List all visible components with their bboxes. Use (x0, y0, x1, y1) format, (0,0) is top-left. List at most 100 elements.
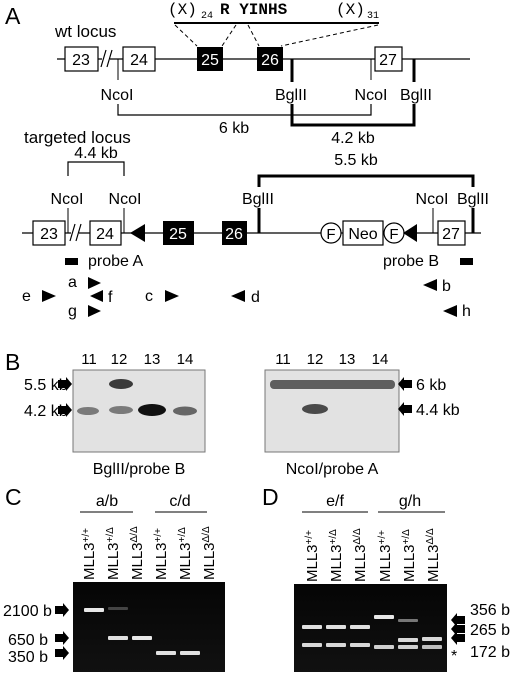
primer-a-arrow (88, 277, 101, 289)
lane-label: 12 (111, 351, 128, 368)
gel-band (326, 643, 346, 647)
panel-a: A (X) 24 R YINHS (X) 31 wt locus 23 24 2… (5, 1, 489, 320)
primer-label-a: a (68, 274, 77, 291)
lane-label: MLL3+/Δ (105, 527, 122, 580)
loxp-triangle-icon (403, 224, 417, 242)
gel-band (108, 636, 128, 640)
gel-band (156, 651, 176, 655)
ncoi-site-label: NcoI (109, 191, 142, 208)
gel-size-label: 650 b (8, 632, 48, 649)
panel-d: D e/f g/h MLL3+/+ MLL3+/Δ MLL3Δ/Δ MLL3+/… (262, 484, 510, 672)
motif-connector (221, 24, 237, 47)
fragment-5-5kb-label: 5.5 kb (334, 152, 378, 169)
primer-pair-label: e/f (326, 493, 344, 510)
exon-25 (163, 221, 194, 245)
lane-label: 11 (275, 351, 291, 368)
exon-24-label: 24 (96, 226, 114, 243)
primer-label-b: b (442, 278, 451, 295)
exon-26 (257, 47, 283, 71)
gel-band (398, 638, 418, 642)
gel-band (132, 636, 152, 640)
probe-b-bar (460, 258, 473, 265)
blot-band (302, 404, 328, 414)
exon-25-label: 25 (201, 52, 219, 69)
lane-label: MLL3+/Δ (401, 529, 418, 582)
primer-pair-label: a/b (96, 493, 118, 510)
lane-label: 14 (177, 351, 194, 368)
svg-text:MLL3Δ/Δ: MLL3Δ/Δ (425, 528, 442, 582)
blot-band (77, 407, 99, 415)
ncoi-site-label: NcoI (416, 191, 449, 208)
svg-text:MLL3+/Δ: MLL3+/Δ (105, 527, 122, 580)
svg-text:MLL3Δ/Δ: MLL3Δ/Δ (129, 526, 146, 580)
lane-label: 11 (81, 351, 97, 368)
exon-26 (222, 221, 247, 245)
lane-label: MLL3Δ/Δ (201, 526, 218, 580)
lane-label: MLL3Δ/Δ (129, 526, 146, 580)
panel-a-letter: A (5, 3, 21, 29)
size-arrow-icon (451, 622, 465, 636)
fragment-4-2kb (290, 104, 416, 127)
exon-25 (197, 47, 223, 71)
exon-23-label: 23 (40, 226, 58, 243)
gel-band (374, 615, 394, 619)
gel-size-label: 350 b (8, 649, 48, 666)
primer-label-c: c (145, 288, 153, 305)
blot-band (270, 380, 395, 389)
fragment-4-4kb-label: 4.4 kb (74, 145, 118, 162)
lane-label: MLL3Δ/Δ (425, 528, 442, 582)
break-mark (75, 223, 82, 242)
blot-size-label: 4.2 kb (24, 403, 68, 420)
panel-b-letter: B (5, 349, 20, 375)
motif-sub-2: 31 (367, 11, 379, 22)
break-mask (71, 226, 79, 240)
fragment-4-2kb-label: 4.2 kb (331, 130, 375, 147)
blot-caption: BglII/probe B (93, 461, 186, 478)
lane-label: 12 (307, 351, 324, 368)
size-arrow-icon (58, 377, 72, 391)
gel-band (302, 625, 322, 629)
blot-size-label: 5.5 kb (24, 377, 68, 394)
primer-b-arrow (423, 279, 437, 291)
probe-a-bar (65, 258, 78, 265)
break-mark (100, 49, 107, 68)
targeted-locus-label: targeted locus (24, 128, 131, 147)
lane-label: 14 (372, 351, 389, 368)
gel-band (422, 645, 442, 649)
svg-text:MLL3Δ/Δ: MLL3Δ/Δ (352, 528, 369, 582)
exon-23 (64, 46, 99, 72)
fragment-6kb (117, 104, 372, 116)
panel-d-letter: D (262, 484, 279, 510)
panel-c: C a/b c/d MLL3+/+ MLL3+/Δ MLL3Δ/Δ MLL3+/… (3, 484, 225, 672)
ncoi-site-label: NcoI (355, 87, 388, 104)
gel-size-label: 172 b (470, 644, 510, 661)
neo-label: Neo (348, 226, 377, 243)
exon-23-label: 23 (72, 52, 90, 69)
lane-label: 13 (144, 351, 161, 368)
ncoi-site-label: NcoI (101, 87, 134, 104)
lane-label: MLL3+/+ (153, 528, 170, 580)
primer-d-arrow (231, 290, 245, 302)
frt-label: F (326, 226, 335, 243)
frt-label: F (389, 226, 398, 243)
gel-band (422, 637, 442, 641)
blot-band (138, 404, 166, 416)
break-mask (102, 52, 110, 66)
gel-band (108, 607, 128, 610)
lane-label: MLL3+/Δ (328, 529, 345, 582)
bglii-site-label: BglII (457, 191, 489, 208)
size-arrow-icon (451, 631, 465, 645)
fragment-4-4kb (67, 161, 125, 176)
exon-25-label: 25 (169, 226, 187, 243)
primer-label-g: g (68, 303, 77, 320)
primer-pair-label: g/h (399, 493, 421, 510)
break-mark (106, 49, 113, 68)
gel-size-label: 2100 b (3, 603, 52, 620)
motif-sub-1: 24 (201, 11, 213, 22)
nonspecific-band-asterisk: * (451, 648, 457, 665)
blot-band (109, 406, 133, 414)
motif-connector (280, 24, 379, 47)
lane-label: 13 (339, 351, 356, 368)
exon-23 (32, 220, 66, 246)
